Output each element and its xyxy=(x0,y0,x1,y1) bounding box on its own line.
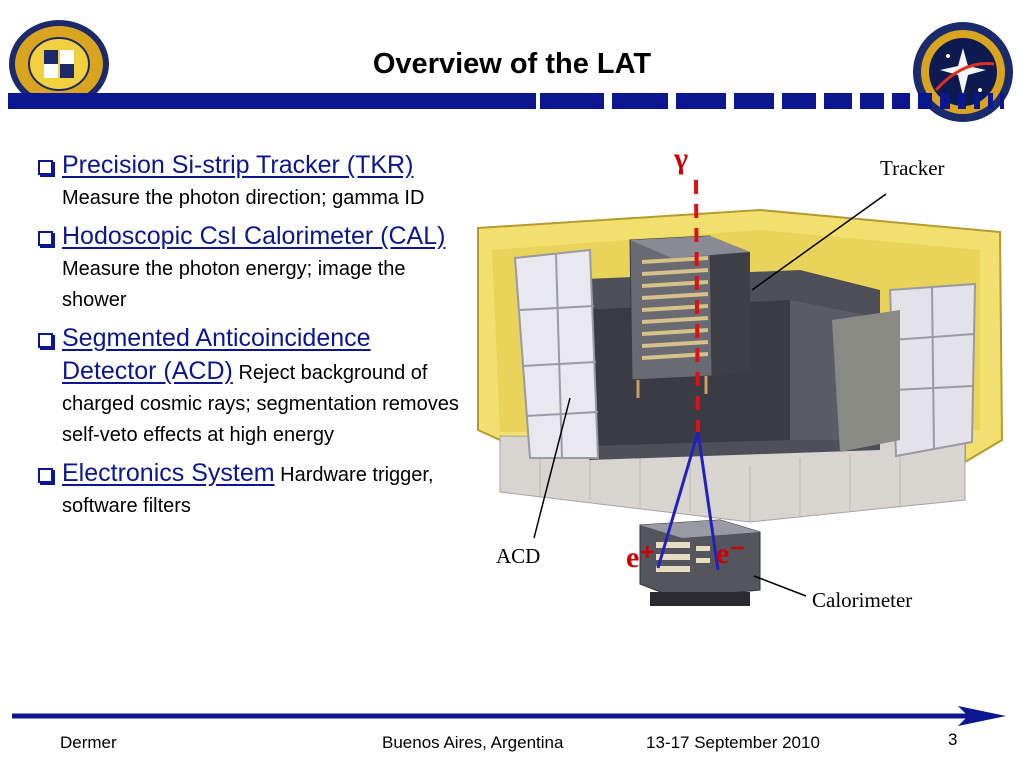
bullet-heading: Hodoscopic CsI Calorimeter (CAL) xyxy=(62,222,446,250)
bullet-heading: Segmented Anticoincidence Detector (ACD) xyxy=(62,324,371,385)
bullet-electronics: Electronics System Hardware trigger, sof… xyxy=(36,458,466,522)
label-acd: ACD xyxy=(496,544,541,568)
bullet-text: Reject background of charged cosmic rays… xyxy=(62,362,459,446)
label-tracker: Tracker xyxy=(880,156,945,180)
bullet-heading: Electronics System xyxy=(62,459,275,487)
bullet-text: Measure the photon direction; gamma ID xyxy=(62,187,425,209)
bullet-list: Precision Si-strip Tracker (TKR) Measure… xyxy=(36,150,466,529)
bullet-calorimeter: Hodoscopic CsI Calorimeter (CAL) Measure… xyxy=(36,221,466,316)
bullet-heading: Precision Si-strip Tracker (TKR) xyxy=(62,151,414,179)
gamma-ray-path xyxy=(694,179,700,433)
checkbox-bullet-icon xyxy=(38,160,53,175)
bullet-acd: Segmented Anticoincidence Detector (ACD)… xyxy=(36,323,466,451)
acd-tiles-left xyxy=(513,248,600,459)
calorimeter-leader-line xyxy=(753,575,807,597)
lat-detector-illustration xyxy=(477,179,1004,606)
bullet-tracker: Precision Si-strip Tracker (TKR) Measure… xyxy=(36,150,466,214)
footer-author: Dermer xyxy=(60,733,117,752)
electron-track xyxy=(696,431,720,571)
bullet-text: Measure the photon energy; image the sho… xyxy=(62,258,406,311)
symbol-electron: e⁻ xyxy=(716,537,746,570)
footer-location: Buenos Aires, Argentina xyxy=(382,733,564,752)
footer-date: 13-17 September 2010 xyxy=(646,733,820,752)
laboratory-seal-logo xyxy=(9,20,109,108)
checkbox-bullet-icon xyxy=(38,468,53,483)
tracker-leader-line xyxy=(751,193,887,291)
checkbox-bullet-icon xyxy=(38,231,53,246)
bullet-text: Hardware trigger, software filters xyxy=(62,464,434,517)
page-title: Overview of the LAT xyxy=(372,48,652,80)
checkbox-bullet-icon xyxy=(38,333,53,348)
footer-page-number: 3 xyxy=(948,730,958,749)
header-bar xyxy=(0,93,1024,109)
positron-track xyxy=(656,431,700,569)
acd-leader-line xyxy=(533,397,571,539)
label-calorimeter: Calorimeter xyxy=(812,588,913,612)
symbol-positron: e⁺ xyxy=(626,541,656,574)
symbol-gamma: γ xyxy=(674,142,689,175)
footer-arrow-line xyxy=(12,706,1006,726)
